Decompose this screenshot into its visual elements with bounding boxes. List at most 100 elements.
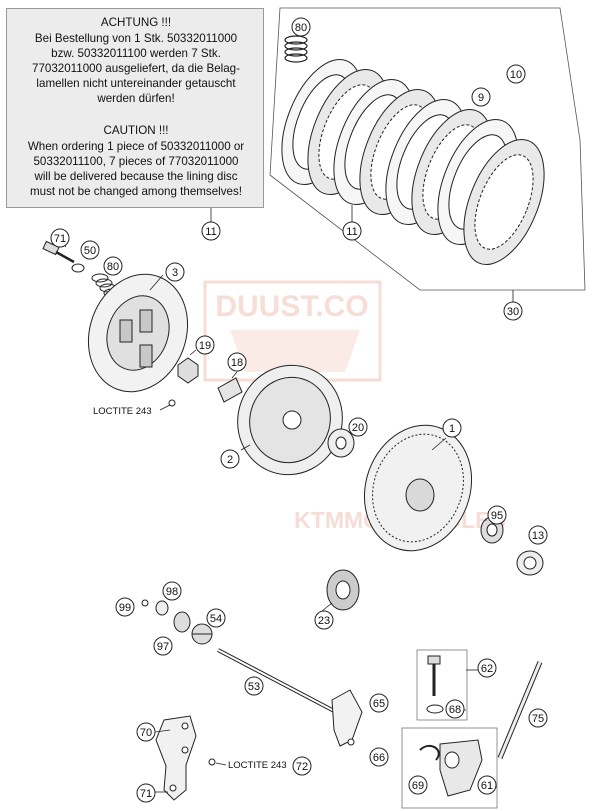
callout-label: 13 — [532, 530, 544, 542]
callout-11: 11 — [201, 221, 221, 241]
callout-label: 68 — [449, 704, 461, 716]
callout-11: 11 — [342, 221, 362, 241]
callout-numbers: 80 10 9 11 11 30 71 50 80 3 19 18 2 20 1 95 13 98 99 54 97 23… — [50, 17, 548, 803]
callout-label: 66 — [373, 752, 385, 764]
callout-80: 80 — [103, 256, 123, 276]
loctite-dot-2 — [208, 758, 216, 766]
bleeder-screw-62 — [427, 655, 441, 696]
callout-label: 54 — [210, 613, 222, 625]
callout-68: 68 — [445, 699, 465, 719]
watermark-text-1: DUUST.CO — [215, 290, 368, 323]
callout-label: 65 — [373, 698, 385, 710]
callout-label: 80 — [107, 261, 119, 273]
callout-9: 9 — [471, 87, 491, 107]
callout-10: 10 — [506, 64, 526, 84]
callout-20: 20 — [348, 417, 368, 437]
outer-clutch-basket-1 — [363, 424, 473, 552]
callout-label: 20 — [352, 422, 364, 434]
note-de-line-3: 77032011000 ausgeliefert, da die Belag- — [32, 62, 240, 75]
callout-label: 50 — [84, 245, 96, 257]
slave-cylinder-61 — [439, 739, 483, 797]
callout-71: 71 — [50, 228, 70, 248]
callout-65: 65 — [369, 693, 389, 713]
leader-lines — [61, 205, 514, 793]
callout-70: 70 — [136, 722, 156, 742]
callout-66: 66 — [369, 747, 389, 767]
callout-label: 3 — [172, 267, 178, 279]
inner-clutch-hub-2 — [237, 364, 343, 476]
seal-69 — [419, 744, 440, 761]
callout-label: 62 — [481, 663, 493, 675]
pressure-piece-54 — [191, 623, 213, 645]
callout-61: 61 — [477, 775, 497, 795]
slave-cylinder-box — [401, 727, 498, 809]
bracket-65 — [331, 689, 363, 747]
callout-label: 69 — [412, 780, 424, 792]
callout-18: 18 — [227, 352, 247, 372]
callout-label: 30 — [507, 306, 519, 318]
loctite-label-2: LOCTITE 243 — [228, 760, 287, 771]
ball-99 — [141, 599, 149, 607]
callout-1: 1 — [442, 418, 462, 438]
callout-54: 54 — [206, 608, 226, 628]
clutch-cover-bracket — [155, 715, 197, 801]
note-de-line-5: werden dürfen! — [97, 92, 175, 105]
callout-75: 75 — [528, 708, 548, 728]
washer-68 — [426, 704, 444, 714]
callout-50: 50 — [80, 240, 100, 260]
callout-23: 23 — [314, 610, 334, 630]
bolt-71 — [42, 240, 75, 264]
loctite-label-1: LOCTITE 243 — [93, 406, 152, 417]
callout-53: 53 — [244, 676, 264, 696]
callout-label: 98 — [166, 586, 178, 598]
loctite-dot-1 — [168, 399, 176, 407]
callout-95: 95 — [487, 505, 507, 525]
callout-label: 99 — [119, 602, 131, 614]
callout-62: 62 — [477, 658, 497, 678]
nut-19 — [177, 357, 199, 384]
callout-19: 19 — [195, 335, 215, 355]
callout-label: 95 — [491, 510, 503, 522]
note-de-line-2: bzw. 50332011100 werden 7 Stk. — [51, 47, 221, 60]
callout-label: 10 — [510, 69, 522, 81]
note-de-line-4: lamellen nicht untereinander getauscht — [36, 77, 236, 90]
callout-label: 11 — [346, 226, 357, 238]
callout-label: 2 — [227, 454, 233, 466]
plug-66 — [347, 738, 355, 746]
callout-label: 80 — [295, 22, 307, 34]
lock-washer-18 — [217, 377, 243, 403]
bearing-97 — [173, 611, 191, 633]
bleeder-group-box — [416, 649, 468, 721]
note-en-heading: CAUTION !!! — [103, 124, 169, 137]
note-de-line-1: Bei Bestellung von 1 Stk. 50332011000 — [34, 32, 238, 45]
note-en-line-2: 50332011100, 7 pieces of 77032011000 — [33, 155, 239, 168]
callout-80: 80 — [291, 17, 311, 37]
callout-69: 69 — [408, 775, 428, 795]
note-en-line-4: must not be changed among themselves! — [29, 185, 243, 198]
callout-label: 1 — [449, 423, 455, 435]
primary-gear-23 — [326, 569, 360, 611]
callout-2: 2 — [220, 449, 240, 469]
callout-label: 19 — [199, 340, 211, 352]
callout-98: 98 — [162, 581, 182, 601]
callout-label: 97 — [157, 641, 169, 653]
spring-top — [284, 35, 308, 63]
washer-50 — [71, 263, 85, 273]
bleed-syringe-75 — [497, 661, 543, 759]
note-de-heading: ACHTUNG !!! — [100, 16, 172, 29]
pressure-plate-3 — [87, 273, 189, 393]
callout-label: 18 — [231, 357, 243, 369]
callout-3: 3 — [165, 262, 185, 282]
bushing-13 — [516, 550, 544, 576]
callout-label: 23 — [318, 615, 330, 627]
callout-30: 30 — [503, 301, 523, 321]
plate-stack-outline — [269, 7, 586, 291]
callout-label: 53 — [248, 681, 260, 693]
callout-99: 99 — [115, 597, 135, 617]
callout-label: 11 — [205, 226, 216, 238]
callout-label: 71 — [140, 788, 152, 800]
callout-13: 13 — [528, 525, 548, 545]
callout-label: 70 — [140, 727, 152, 739]
